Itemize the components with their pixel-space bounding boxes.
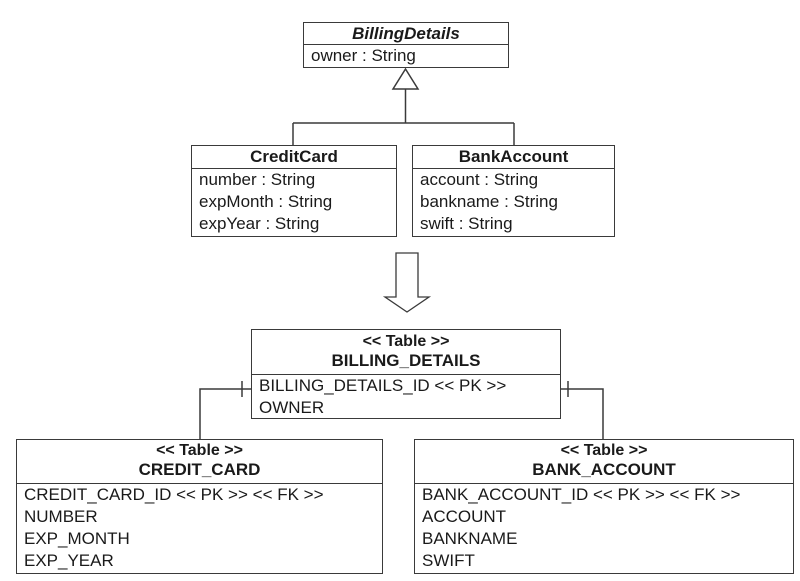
table-bank-account: << Table >> BANK_ACCOUNT BANK_ACCOUNT_ID… [414, 439, 794, 574]
table-column: BANK_ACCOUNT_ID << PK >> << FK >> [422, 485, 741, 504]
class-name: BillingDetails [304, 23, 508, 45]
table-credit-card: << Table >> CREDIT_CARD CREDIT_CARD_ID <… [16, 439, 383, 574]
table-column: NUMBER [24, 507, 98, 526]
table-stereotype: << Table >> [362, 333, 450, 350]
table-column: SWIFT [422, 551, 475, 570]
table-name: BANK_ACCOUNT [532, 460, 676, 479]
table-column: EXP_MONTH [24, 529, 130, 548]
attribute: swift : String [420, 214, 513, 233]
attribute: owner : String [311, 46, 416, 65]
attribute: expMonth : String [199, 192, 333, 211]
table-column: BILLING_DETAILS_ID << PK >> [259, 376, 507, 395]
table-stereotype: << Table >> [560, 442, 648, 459]
table-name: BILLING_DETAILS [331, 351, 481, 370]
class-name: CreditCard [192, 146, 396, 169]
attribute: expYear : String [199, 214, 320, 233]
table-name: CREDIT_CARD [138, 460, 261, 479]
class-billing-details: BillingDetails owner : String [303, 22, 509, 68]
attribute: bankname : String [420, 192, 558, 211]
fk-connector-bank-account [560, 388, 604, 440]
table-column: EXP_YEAR [24, 551, 114, 570]
class-bank-account: BankAccount account : String bankname : … [412, 145, 615, 237]
table-column: ACCOUNT [422, 507, 507, 526]
class-credit-card: CreditCard number : String expMonth : St… [191, 145, 397, 237]
table-column: OWNER [259, 398, 325, 417]
down-arrow-icon [382, 252, 432, 313]
attribute: number : String [199, 170, 316, 189]
generalization-triangle [391, 67, 420, 90]
table-billing-details: << Table >> BILLING_DETAILS BILLING_DETA… [251, 329, 561, 419]
table-column: CREDIT_CARD_ID << PK >> << FK >> [24, 485, 324, 504]
table-stereotype: << Table >> [156, 442, 243, 459]
fk-connector-credit-card [199, 388, 251, 440]
table-column: BANKNAME [422, 529, 518, 548]
attribute: account : String [420, 170, 539, 189]
class-name: BankAccount [413, 146, 614, 169]
